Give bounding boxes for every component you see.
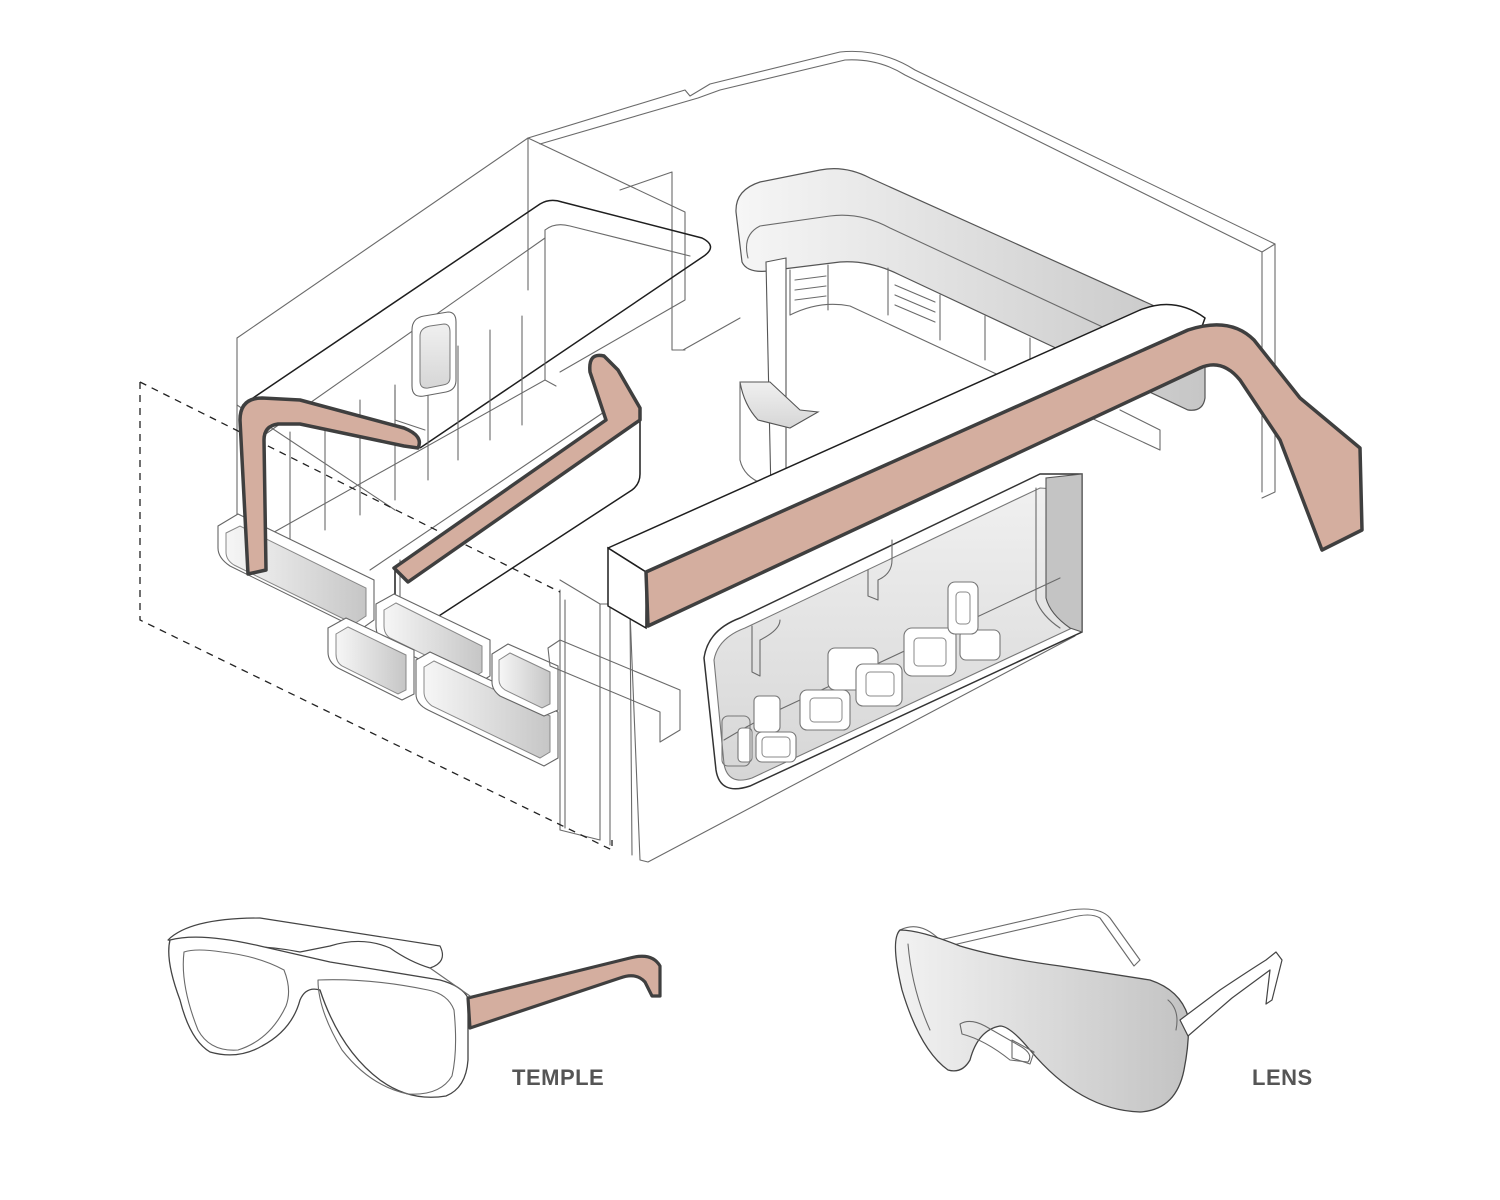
lens-label: LENS	[1252, 1065, 1313, 1090]
left-canopy	[249, 199, 712, 546]
front-base	[559, 479, 1076, 863]
temple-accent-bar-long	[644, 323, 1364, 628]
showcase-cubes	[721, 581, 1001, 767]
temple-label: TEMPLE	[512, 1065, 605, 1090]
temple-accent-middle	[392, 353, 642, 584]
wall-mirror	[411, 311, 457, 397]
left-wall-block	[236, 137, 741, 561]
temple-accent-left-canopy	[238, 396, 422, 576]
dashed-outline	[139, 381, 613, 852]
lens-glasses-illustration	[894, 908, 1283, 1113]
temple-glasses-illustration	[167, 917, 662, 1098]
back-wall-shell	[527, 50, 1276, 499]
